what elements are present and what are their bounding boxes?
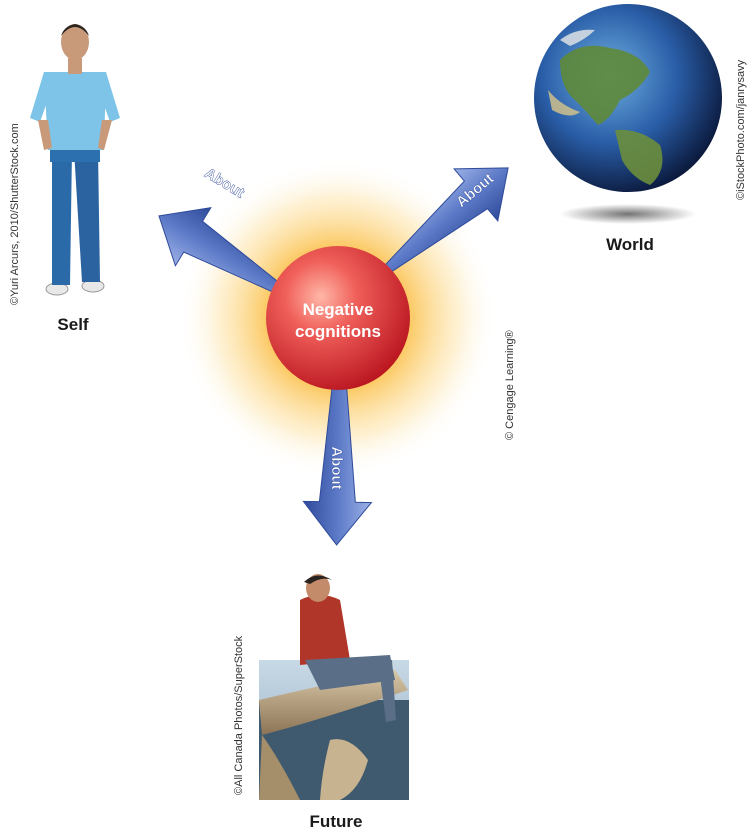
negative-cognitions-sphere: [266, 246, 410, 390]
globe-shadow: [560, 204, 696, 224]
world-globe-photo: [534, 4, 722, 192]
self-photo-credit: ©Yuri Arcurs, 2010/ShutterStock.com: [9, 123, 21, 305]
future-person-photo: [259, 574, 409, 800]
arrow-to-self: [158, 207, 290, 299]
arrow-label-future: About: [328, 446, 345, 489]
center-label-line1: Negative: [303, 300, 374, 319]
future-photo-credit: ©All Canada Photos/SuperStock: [233, 635, 245, 795]
future-label: Future: [310, 812, 363, 831]
diagram-credit: © Cengage Learning®: [504, 330, 516, 440]
world-photo-credit: ©iStockPhoto.com/janrysavy: [735, 59, 747, 200]
arrow-to-world: [380, 167, 509, 276]
self-person-photo: [30, 24, 120, 296]
self-label: Self: [57, 315, 89, 334]
world-label: World: [606, 235, 654, 254]
arrow-label-self: About: [201, 165, 247, 202]
center-label-line2: cognitions: [295, 322, 381, 341]
